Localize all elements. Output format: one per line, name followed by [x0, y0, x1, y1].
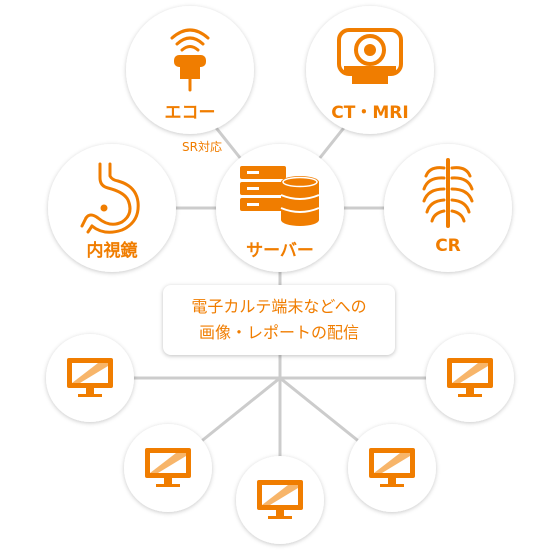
monitor-icon	[257, 480, 303, 519]
ultrasound-probe-icon	[170, 28, 210, 92]
monitor-icon	[369, 448, 415, 487]
distribution-caption: 電子カルテ端末などへの 画像・レポートの配信	[163, 285, 395, 355]
monitor-icon	[145, 448, 191, 487]
endoscope-node	[48, 144, 176, 272]
sr-support-note: SR対応	[182, 140, 222, 154]
cr-label: CR	[435, 236, 461, 256]
server-database-icon	[240, 166, 320, 226]
ct-mri-label: CT・MRI	[331, 103, 409, 123]
echo-label: エコー	[164, 103, 216, 123]
server-label: サーバー	[246, 241, 314, 261]
endoscope-label: 内視鏡	[86, 241, 138, 261]
distribution-caption-line2: 画像・レポートの配信	[198, 323, 359, 342]
distribution-caption-line1: 電子カルテ端末などへの	[191, 297, 367, 316]
ct-scanner-icon	[337, 28, 403, 84]
ribcage-icon	[422, 158, 474, 228]
stomach-icon	[80, 162, 140, 234]
monitor-icon	[447, 358, 493, 397]
monitor-icon	[67, 358, 113, 397]
